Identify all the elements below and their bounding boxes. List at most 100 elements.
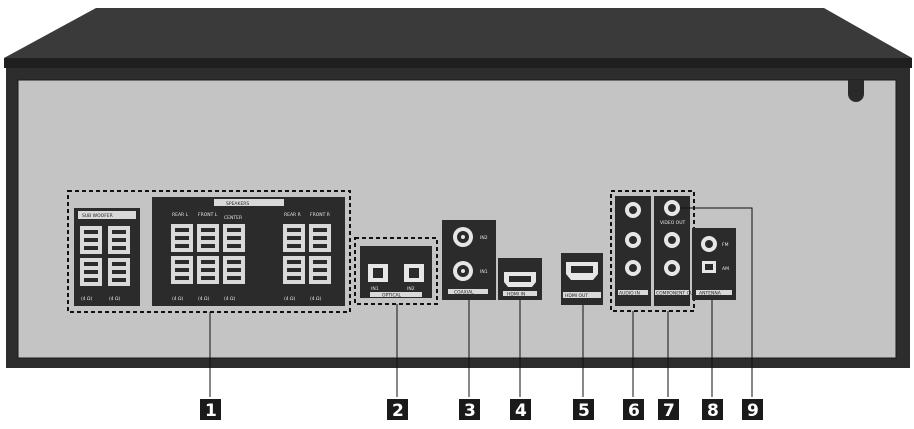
- impedance-2: (4 Ω): [198, 296, 209, 302]
- terminal-clip-slot: [287, 260, 301, 264]
- hdmi-in-port-inner: [509, 276, 531, 282]
- audio-in-jack-l-inner: [629, 236, 637, 244]
- audio-in-label: AUDIO IN: [619, 291, 640, 297]
- speaker-group-outline: [67, 190, 351, 313]
- coaxial-label: COAXIAL: [454, 290, 474, 296]
- component-label-bg: [655, 290, 689, 295]
- coax-jack-2-pin: [461, 235, 465, 239]
- terminal-clip-slot: [201, 276, 215, 280]
- terminal-clip-slot: [227, 228, 241, 232]
- component-jack-y-inner: [668, 236, 676, 244]
- terminal-clip-slot: [175, 236, 189, 240]
- terminal-clip-slot: [201, 260, 215, 264]
- front-r-label: FRONT R: [310, 212, 330, 218]
- component-out-label: COMPONENT OUT: [656, 291, 696, 297]
- terminal-clip-slot: [313, 244, 327, 248]
- terminal-clip-slot: [84, 238, 98, 242]
- impedance-4: (4 Ω): [284, 296, 295, 302]
- terminal-clip-slot: [227, 236, 241, 240]
- terminal-clip-slot: [313, 276, 327, 280]
- subwoofer-block: [74, 208, 140, 306]
- terminal-clip-slot: [313, 260, 327, 264]
- cabinet-top-edge: [4, 58, 912, 68]
- am-antenna-terminal-inner: [705, 264, 713, 270]
- fm-label: FM: [722, 242, 729, 248]
- center-label: CENTER: [224, 215, 242, 221]
- leader-lines: [209, 207, 753, 397]
- terminal-clip-slot: [287, 276, 301, 280]
- leader-9: [680, 207, 753, 397]
- audio-in-jack-top-inner: [629, 206, 637, 214]
- subwoofer-label: SUB WOOFER: [82, 213, 113, 219]
- audio-in-label-bg: [618, 290, 648, 295]
- optical-port-2-inner: [409, 268, 419, 278]
- speakers-label-bg: [214, 199, 284, 206]
- terminal-clip-slot: [112, 270, 126, 274]
- antenna-label: ANTENNA: [699, 291, 722, 297]
- terminal-clip-slot: [112, 278, 126, 282]
- subwoofer-label-bg: [78, 211, 136, 219]
- front-l-label: FRONT L: [198, 212, 218, 218]
- cabinet-top: [4, 8, 912, 58]
- terminal-clip-slot: [313, 236, 327, 240]
- callout-6: 6: [623, 399, 644, 421]
- terminal-clip-slot: [227, 268, 241, 272]
- terminal-clip-slot: [112, 230, 126, 234]
- optical-label-bg: [370, 292, 422, 297]
- terminal-clip-slot: [175, 276, 189, 280]
- video-out-label: VIDEO OUT: [660, 220, 686, 226]
- optical-in1-label: IN1: [371, 286, 379, 292]
- terminal-clip-slot: [227, 276, 241, 280]
- callout-6-number: 6: [628, 401, 640, 421]
- terminal-clip-slot: [175, 228, 189, 232]
- component-jack-pb-inner: [668, 264, 676, 272]
- optical-label: OPTICAL: [382, 293, 402, 299]
- audio-in-jack-r-inner: [629, 264, 637, 272]
- terminal-clip-slot: [112, 262, 126, 266]
- optical-in2-label: IN2: [407, 286, 415, 292]
- terminal-clip-slot: [313, 228, 327, 232]
- coax-label-bg: [448, 289, 488, 294]
- terminal-clip-slot: [84, 230, 98, 234]
- sub-impedance-1: (4 Ω): [81, 296, 92, 302]
- impedance-1: (4 Ω): [172, 296, 183, 302]
- callout-2: 2: [387, 399, 408, 421]
- terminal-clip-slot: [287, 228, 301, 232]
- terminal-clip-slot: [227, 260, 241, 264]
- speakers-label: SPEAKERS: [226, 201, 249, 207]
- terminal-clip-slot: [84, 246, 98, 250]
- terminal-clip-slot: [175, 244, 189, 248]
- terminal-clip-slot: [201, 268, 215, 272]
- impedance-5: (4 Ω): [310, 296, 321, 302]
- terminal-clip-slot: [201, 228, 215, 232]
- hdmi-out-port-inner: [571, 266, 593, 273]
- coax-in1-label: IN1: [480, 269, 488, 275]
- callout-9-number: 9: [747, 401, 759, 421]
- callout-7: 7: [658, 399, 679, 421]
- optical-port-1-inner: [373, 268, 383, 278]
- callout-4: 4: [510, 399, 531, 421]
- hdmi-in-label-bg: [503, 291, 537, 296]
- terminal-clip-slot: [287, 244, 301, 248]
- terminal-clip-slot: [84, 262, 98, 266]
- terminal-clip-slot: [84, 270, 98, 274]
- hook: [848, 80, 864, 102]
- callout-3: 3: [459, 399, 480, 421]
- rear-l-label: REAR L: [172, 212, 189, 218]
- terminal-clip-slot: [175, 260, 189, 264]
- hdmi-out-label: HDMI OUT: [565, 293, 588, 299]
- callout-1: 1: [200, 399, 221, 421]
- antenna-label-bg: [696, 290, 732, 295]
- hdmi-in-label: HDMI IN: [507, 292, 525, 298]
- terminal-clip-slot: [313, 268, 327, 272]
- coax-jack-1-pin: [461, 269, 465, 273]
- callout-9: 9: [742, 399, 763, 421]
- sub-impedance-2: (4 Ω): [109, 296, 120, 302]
- callout-5: 5: [573, 399, 594, 421]
- hdmi-out-label-bg: [563, 292, 601, 298]
- terminal-clip-slot: [287, 268, 301, 272]
- callout-8-number: 8: [707, 401, 719, 421]
- optical-group-outline: [354, 237, 438, 305]
- terminal-clip-slot: [84, 278, 98, 282]
